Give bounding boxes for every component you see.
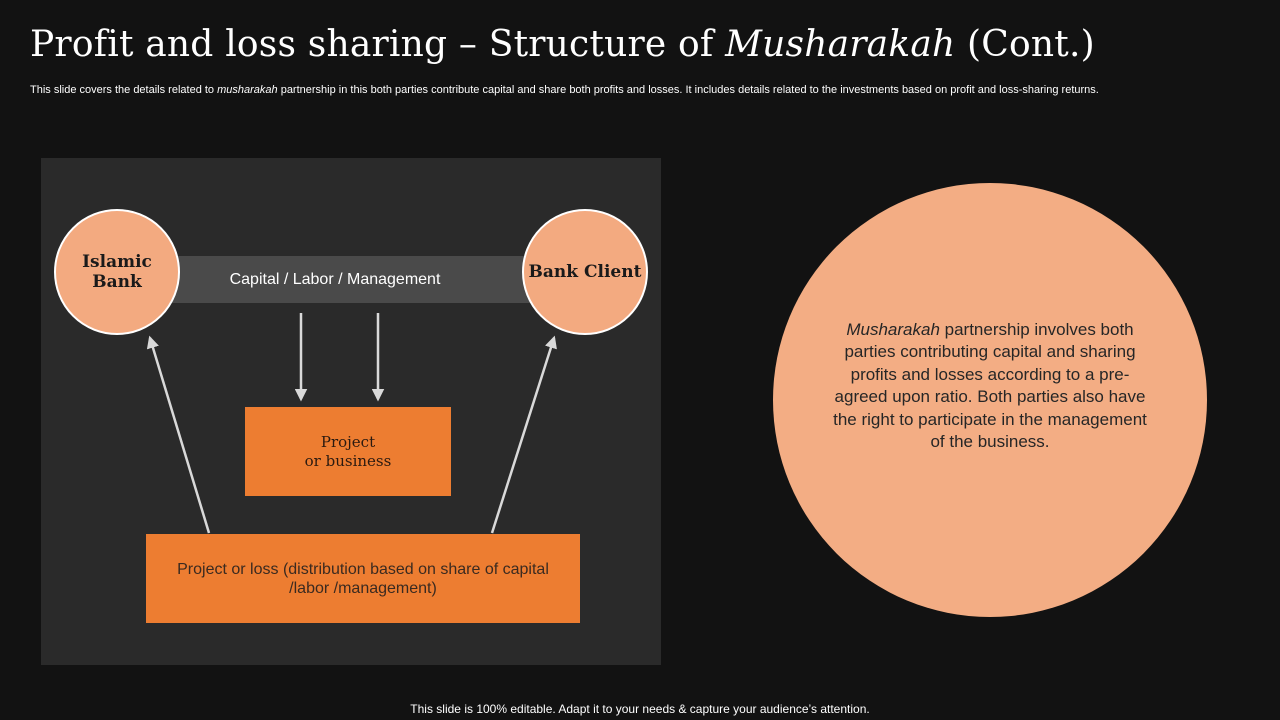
subtitle-prefix: This slide covers the details related to (30, 84, 218, 96)
subtitle-italic: musharakah (217, 84, 278, 96)
capital-labor-band: Capital / Labor / Management (145, 256, 545, 303)
project-business-label: Project or business (304, 432, 392, 470)
project-business-box: Project or business (245, 407, 451, 496)
profit-loss-label: Project or loss (distribution based on s… (177, 560, 549, 597)
description-circle: Musharakah partnership involves both par… (773, 183, 1207, 617)
slide-subtitle: This slide covers the details related to… (30, 84, 1260, 96)
slide-title: Profit and loss sharing – Structure of M… (30, 24, 1095, 65)
islamic-bank-label: Islamic Bank (82, 252, 152, 292)
title-suffix: (Cont.) (955, 24, 1095, 65)
subtitle-suffix: partnership in this both parties contrib… (277, 84, 1099, 96)
islamic-bank-node: Islamic Bank (54, 209, 180, 335)
bank-client-node: Bank Client (522, 209, 648, 335)
description-body: partnership involves both parties contri… (833, 319, 1147, 452)
bank-client-label: Bank Client (528, 262, 642, 282)
slide-footer: This slide is 100% editable. Adapt it to… (410, 702, 870, 716)
title-prefix: Profit and loss sharing – Structure of (30, 24, 726, 65)
band-label: Capital / Labor / Management (229, 270, 441, 288)
profit-loss-box: Project or loss (distribution based on s… (146, 534, 580, 623)
description-italic: Musharakah (846, 319, 940, 339)
description-text: Musharakah partnership involves both par… (825, 319, 1155, 454)
title-italic: Musharakah (725, 24, 956, 65)
